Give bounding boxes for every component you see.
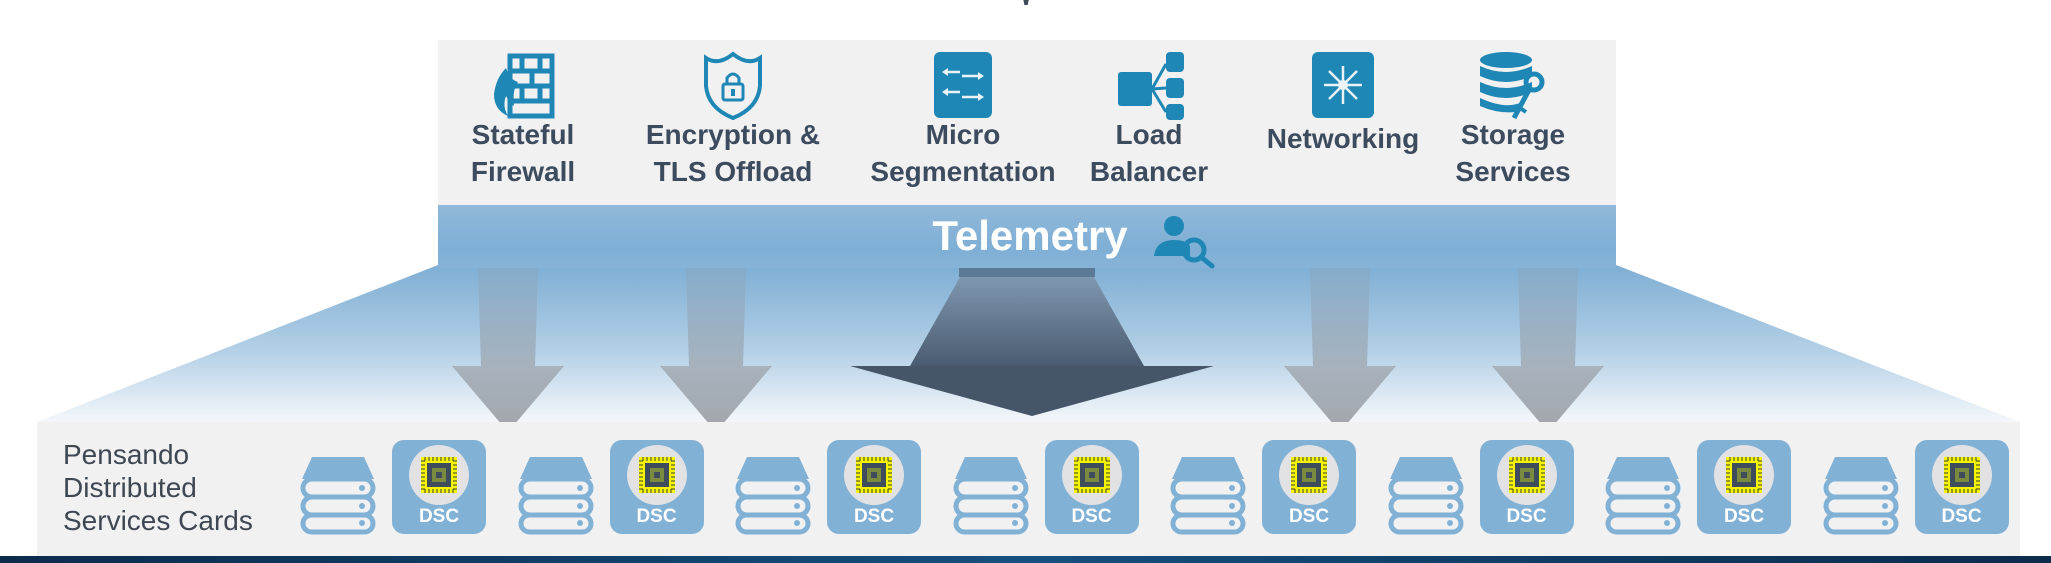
dsc-card: DSC [392,440,486,534]
dsc-card: DSC [1479,440,1574,534]
dsc-card: DSC [1914,440,2009,534]
dsc-card: DSC [1697,440,1791,534]
cards-title-line: Services Cards [63,505,253,536]
chip-icon [1931,445,1992,505]
footer-bar [0,556,2051,563]
service-label-line: Encryption & [645,119,821,150]
cards-title-line: Pensando [63,439,190,470]
connector-glyph: ⋎ [1016,0,1036,10]
database-key-icon [1478,50,1548,120]
shield-lock-icon [698,50,768,121]
dsc-label: DSC [1941,506,1982,527]
service-label-line: Balancer [1089,156,1209,187]
service-label-line: Stateful [471,119,575,150]
server-stack-icon [300,453,376,535]
network-switch-icon [1308,50,1378,120]
dsc-label: DSC [853,506,895,527]
chip-icon [1061,445,1122,505]
telemetry-arrow-trunk [910,277,1144,366]
chip-icon [1279,445,1339,505]
server-stack-icon [1388,453,1464,535]
service-label-line: Segmentation [870,156,1056,187]
service-label-line: Micro [925,119,1001,150]
cards-title-line: Distributed [63,472,197,503]
telemetry-label: Telemetry [932,212,1128,259]
service-label-line: Networking [1266,123,1420,154]
service-encryption-tls-offload: Encryption & TLS Offload [628,40,838,205]
service-down-arrow [660,268,772,432]
telemetry-arrow-cap [959,268,1095,277]
service-label-line: TLS Offload [653,156,813,187]
load-balancer-icon [1114,50,1184,120]
telemetry-arrow-head [850,366,1214,416]
telemetry-band [438,205,1616,268]
chip-icon [1714,445,1774,505]
service-down-arrow [452,268,564,432]
service-label-line: Services [1455,156,1571,187]
dsc-card: DSC [609,440,704,534]
cards-title: Pensando Distributed Services Cards [63,438,293,537]
server-stack-icon [1605,453,1681,535]
server-stack-icon [518,453,594,535]
service-label-line: Firewall [470,156,576,187]
chip-icon [844,445,904,505]
chip-icon [409,445,469,505]
dsc-label: DSC [418,506,460,527]
chip-icon [1496,445,1557,505]
server-stack-icon [953,453,1029,535]
service-label-line: Load [1115,119,1183,150]
firewall-icon [488,50,558,120]
server-stack-icon [1823,453,1899,535]
service-networking: Networking [1258,40,1428,205]
dsc-label: DSC [1288,506,1330,527]
service-label-line: Storage [1460,119,1566,150]
dsc-card: DSC [1262,440,1356,534]
server-stack-icon [1170,453,1246,535]
dsc-label: DSC [1723,506,1765,527]
dsc-card: DSC [827,440,921,534]
server-stack-icon [735,453,811,535]
service-label: Networking [1258,120,1428,157]
dsc-label: DSC [636,506,677,527]
chip-icon [626,445,687,505]
service-down-arrow [1284,268,1396,432]
segmentation-arrows-icon [928,50,998,120]
service-down-arrow [1492,268,1604,432]
user-search-icon [1154,216,1215,269]
service-label: Encryption & TLS Offload [628,116,838,190]
dsc-card: DSC [1044,440,1139,534]
dsc-label: DSC [1071,506,1112,527]
dsc-label: DSC [1506,506,1547,527]
